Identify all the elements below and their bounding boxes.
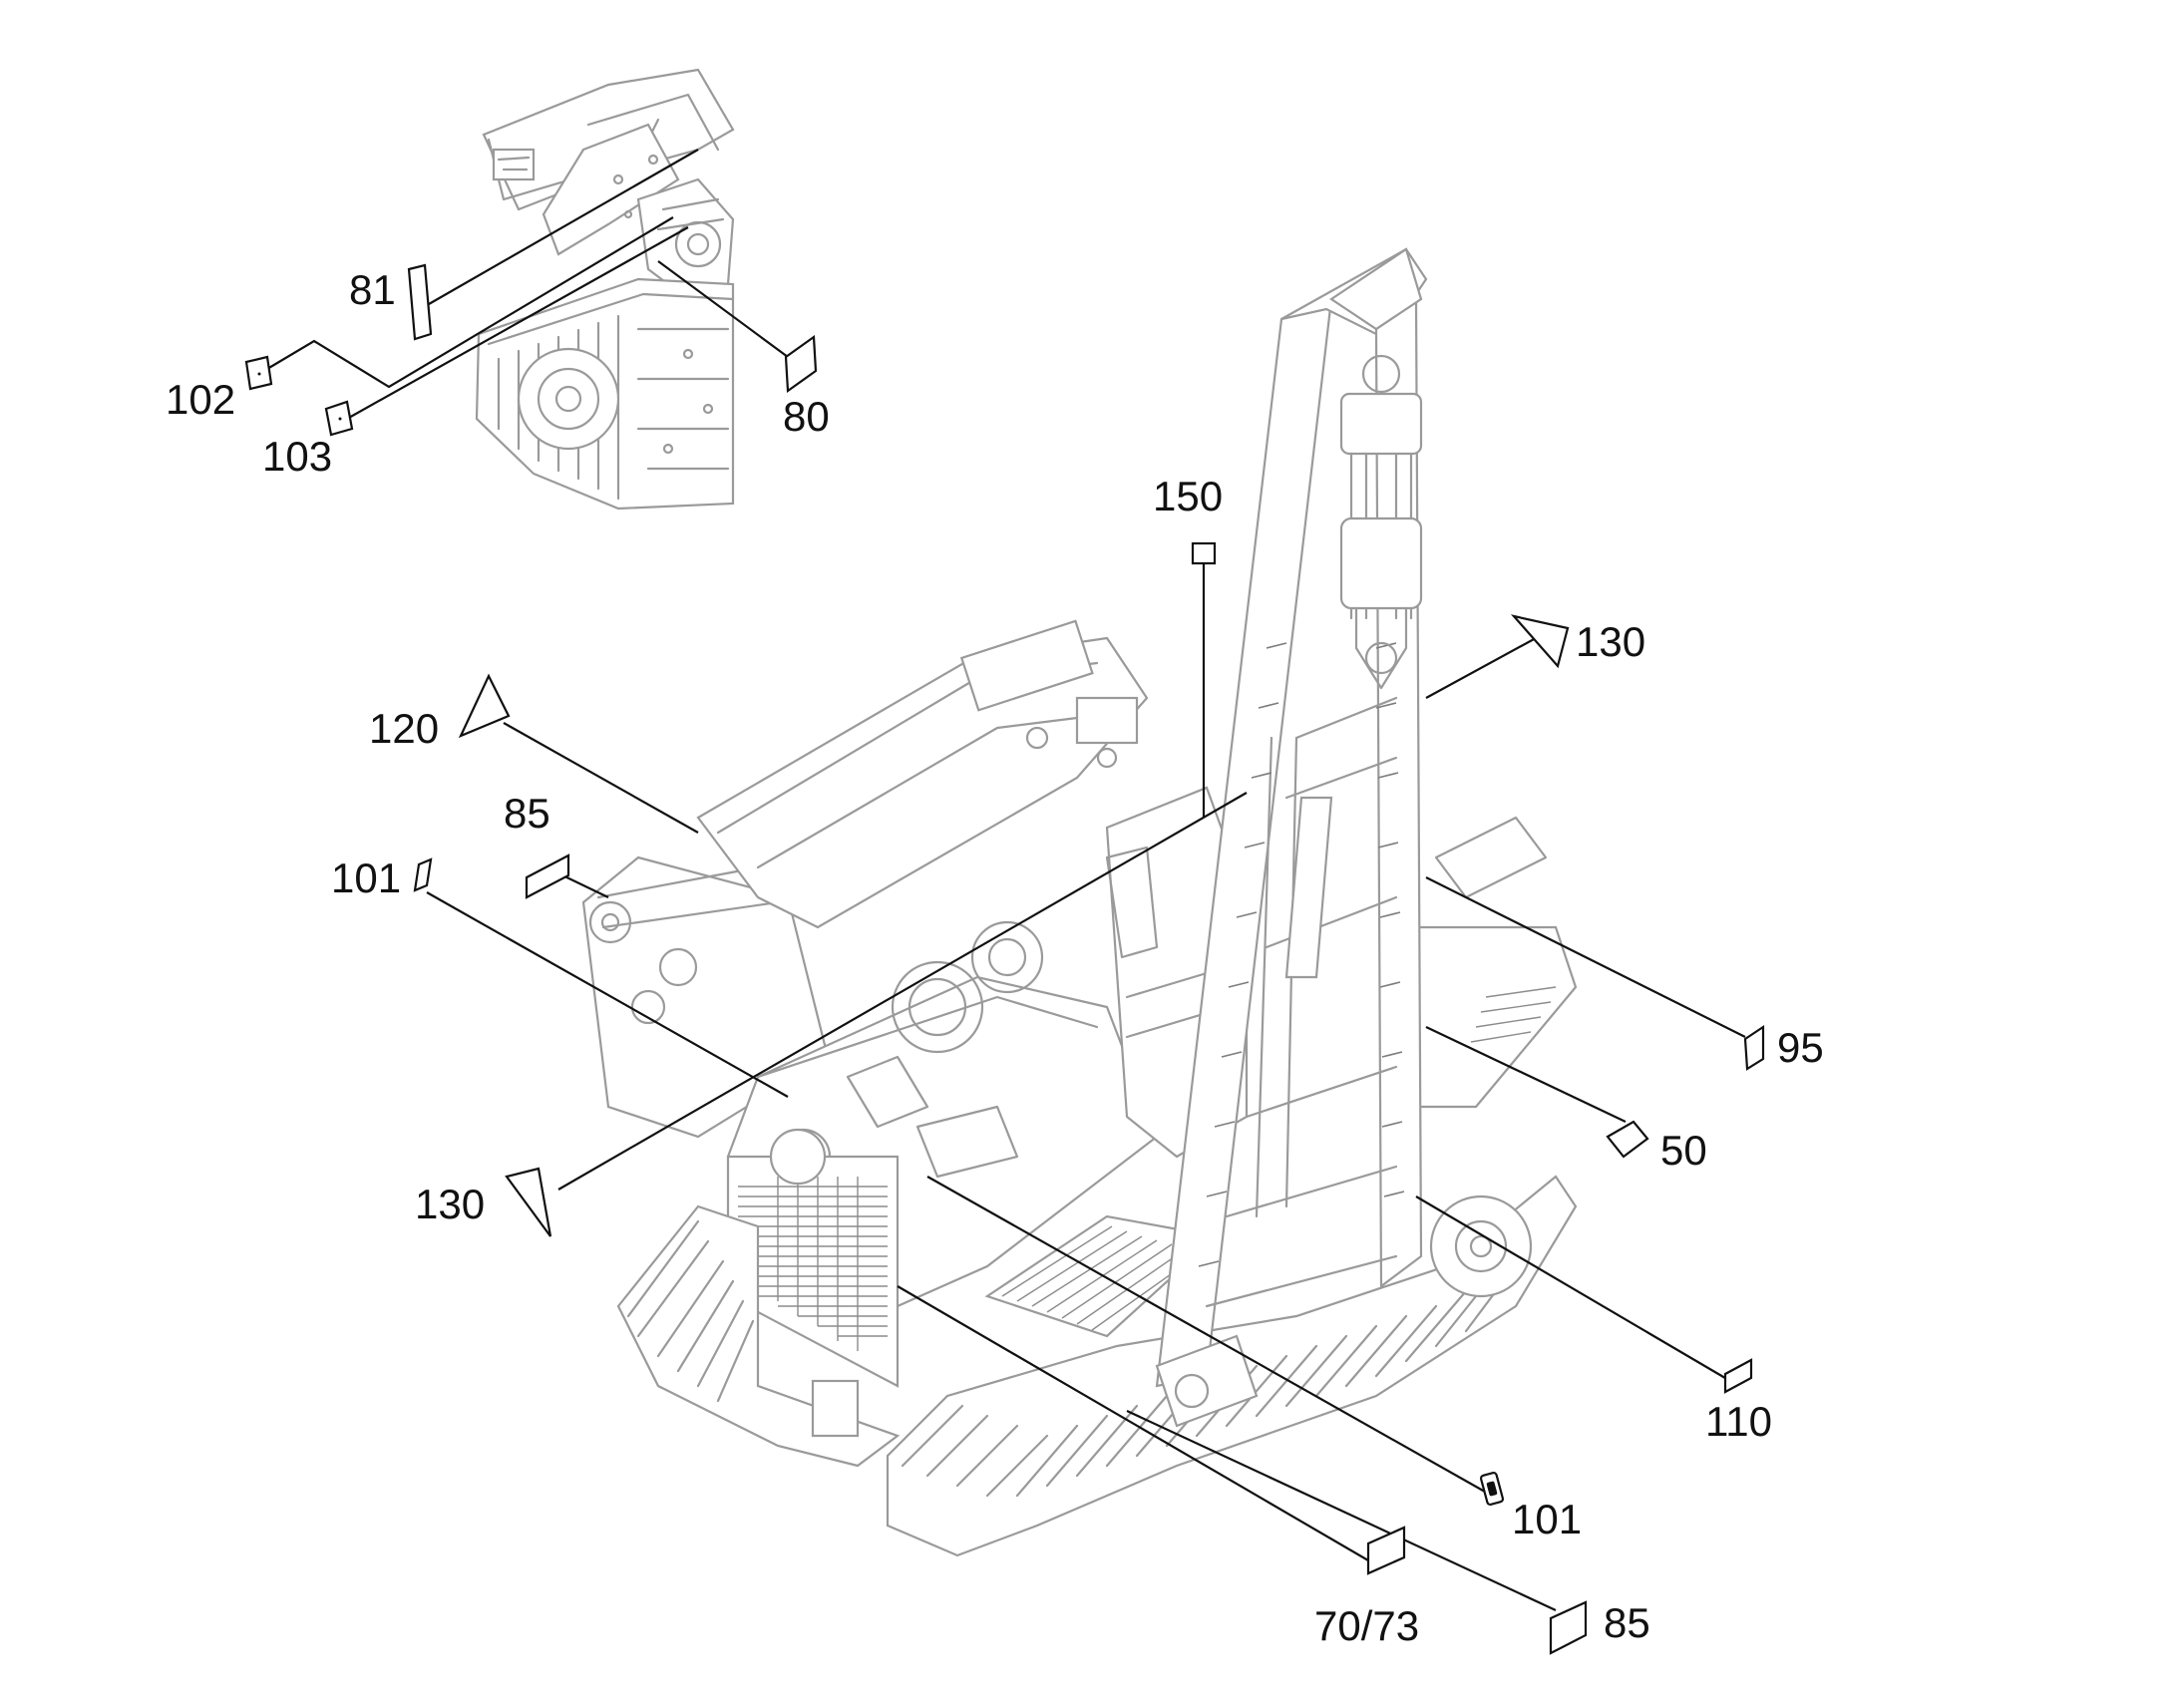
callout-70-73: 70/73	[1314, 1602, 1419, 1649]
callout-labels: 81 102 103 80 150 130 120 85 101 95 50 1…	[166, 266, 1824, 1649]
decal-150	[1191, 541, 1217, 565]
callout-130-bottom: 130	[415, 1181, 485, 1227]
callout-80: 80	[783, 393, 830, 440]
decal-50	[1606, 1120, 1649, 1159]
callout-120: 120	[369, 705, 439, 752]
leader-lines	[266, 149, 1746, 1611]
callout-85-bottom: 85	[1604, 1599, 1650, 1646]
inset-detail-view	[475, 68, 735, 511]
callout-50: 50	[1660, 1127, 1707, 1174]
decal-81	[407, 263, 433, 341]
callout-102: 102	[166, 376, 235, 423]
decal-101-left	[413, 857, 433, 892]
decal-70-73	[1366, 1526, 1406, 1575]
machine-illustration	[581, 247, 1578, 1557]
decal-120	[458, 673, 511, 739]
callout-101-left: 101	[331, 854, 401, 901]
decal-80	[784, 334, 818, 394]
decal-85-left	[525, 854, 570, 899]
callout-95: 95	[1777, 1024, 1824, 1071]
decal-130-bottom	[505, 1167, 552, 1237]
callout-110: 110	[1705, 1398, 1772, 1445]
decal-110	[1723, 1358, 1753, 1394]
callout-101-bottom: 101	[1512, 1496, 1582, 1542]
decal-85-bottom	[1549, 1600, 1588, 1655]
callout-150: 150	[1153, 473, 1223, 519]
decal-shapes	[244, 263, 1765, 1655]
decal-95	[1743, 1024, 1765, 1071]
callout-130-top: 130	[1576, 618, 1645, 665]
callout-103: 103	[262, 433, 332, 480]
decal-130-top	[1510, 614, 1570, 669]
callout-81: 81	[349, 266, 396, 313]
callout-85-left: 85	[504, 790, 550, 837]
